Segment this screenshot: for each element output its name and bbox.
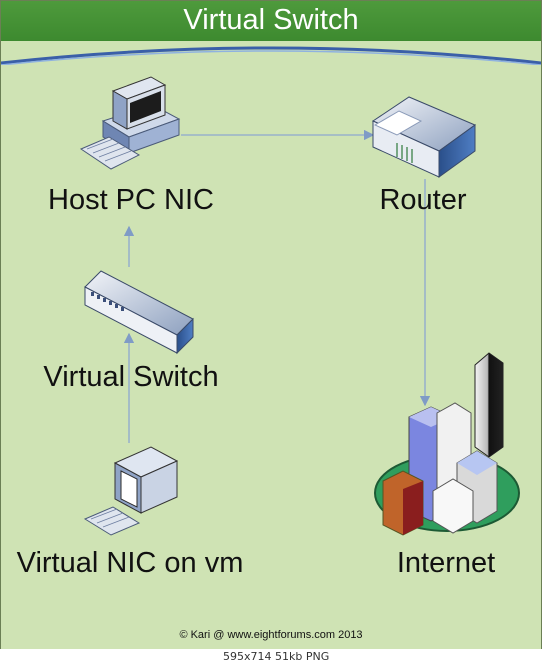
diagram-frame: Virtual Switch [0, 0, 542, 650]
desktop-computer-icon [79, 76, 181, 170]
city-buildings-icon [374, 352, 520, 536]
workstation-icon [83, 446, 179, 536]
header-divider [1, 46, 541, 65]
label-internet: Internet [396, 547, 496, 579]
label-virtual-switch: Virtual Switch [43, 361, 219, 393]
label-virtual-nic-on-vm: Virtual NIC on vm [16, 547, 244, 579]
network-switch-icon [84, 270, 194, 355]
image-info-text: 595x714 51kb PNG [223, 650, 330, 663]
diagram-title: Virtual Switch [183, 4, 359, 36]
image-status-bar: 595x714 51kb PNG [0, 649, 542, 664]
label-host-pc-nic: Host PC NIC [48, 184, 214, 216]
title-banner: Virtual Switch [1, 1, 541, 41]
label-router: Router [379, 184, 467, 216]
copyright-notice: © Kari @ www.eightforums.com 2013 [179, 629, 363, 641]
network-diagram [79, 76, 520, 536]
router-icon [371, 96, 477, 178]
